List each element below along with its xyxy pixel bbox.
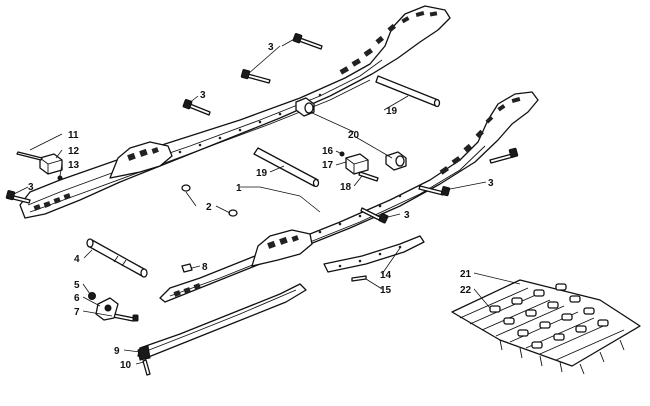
bolts [5, 32, 519, 376]
callout-15: 15 [380, 285, 392, 296]
spacer-lower [385, 151, 407, 171]
mid-cross-shaft [253, 147, 320, 188]
callout-labels: 1 2 3 3 3 3 3 3 4 5 6 7 8 9 10 11 12 13 … [28, 42, 494, 371]
slide-rail-9 [137, 283, 307, 361]
callout-19a: 19 [386, 106, 398, 117]
callout-9: 9 [114, 346, 120, 357]
callout-1: 1 [236, 183, 242, 194]
callout-6: 6 [74, 293, 80, 304]
callout-22: 22 [460, 285, 472, 296]
callout-3d: 3 [488, 178, 494, 189]
rear-rail-front-windows [33, 193, 71, 211]
track-section [451, 279, 641, 375]
spacer-upper [295, 97, 315, 117]
rear-cross-shaft [375, 75, 441, 108]
stopper-block-left [39, 153, 63, 175]
callout-20: 20 [348, 130, 360, 141]
front-cross-shaft [86, 238, 148, 278]
callout-10: 10 [120, 360, 132, 371]
washer-lower [228, 209, 238, 217]
callout-11: 11 [68, 130, 79, 141]
callout-19b: 19 [256, 168, 268, 179]
callout-5: 5 [74, 280, 80, 291]
plate-part-6 [95, 297, 119, 321]
rear-side-rail [19, 5, 451, 219]
callout-2: 2 [206, 202, 212, 213]
stopper-block-right [345, 153, 369, 175]
callout-21: 21 [460, 269, 472, 280]
callout-7: 7 [74, 307, 80, 318]
washer-upper [181, 184, 191, 192]
callout-8: 8 [202, 262, 208, 273]
front-side-rail [159, 91, 539, 303]
callout-18: 18 [340, 182, 352, 193]
leader-lines [13, 37, 521, 365]
callout-4: 4 [74, 254, 80, 265]
callout-3c: 3 [28, 182, 34, 193]
callout-17: 17 [322, 160, 334, 171]
callout-13: 13 [68, 160, 80, 171]
callout-14: 14 [380, 270, 392, 281]
callout-3e: 3 [404, 210, 410, 221]
callout-3b: 3 [200, 90, 206, 101]
callout-16: 16 [322, 146, 334, 157]
callout-12: 12 [68, 146, 80, 157]
track-clips [489, 283, 609, 349]
callout-3a: 3 [268, 42, 274, 53]
bar-part-14 [323, 235, 425, 273]
